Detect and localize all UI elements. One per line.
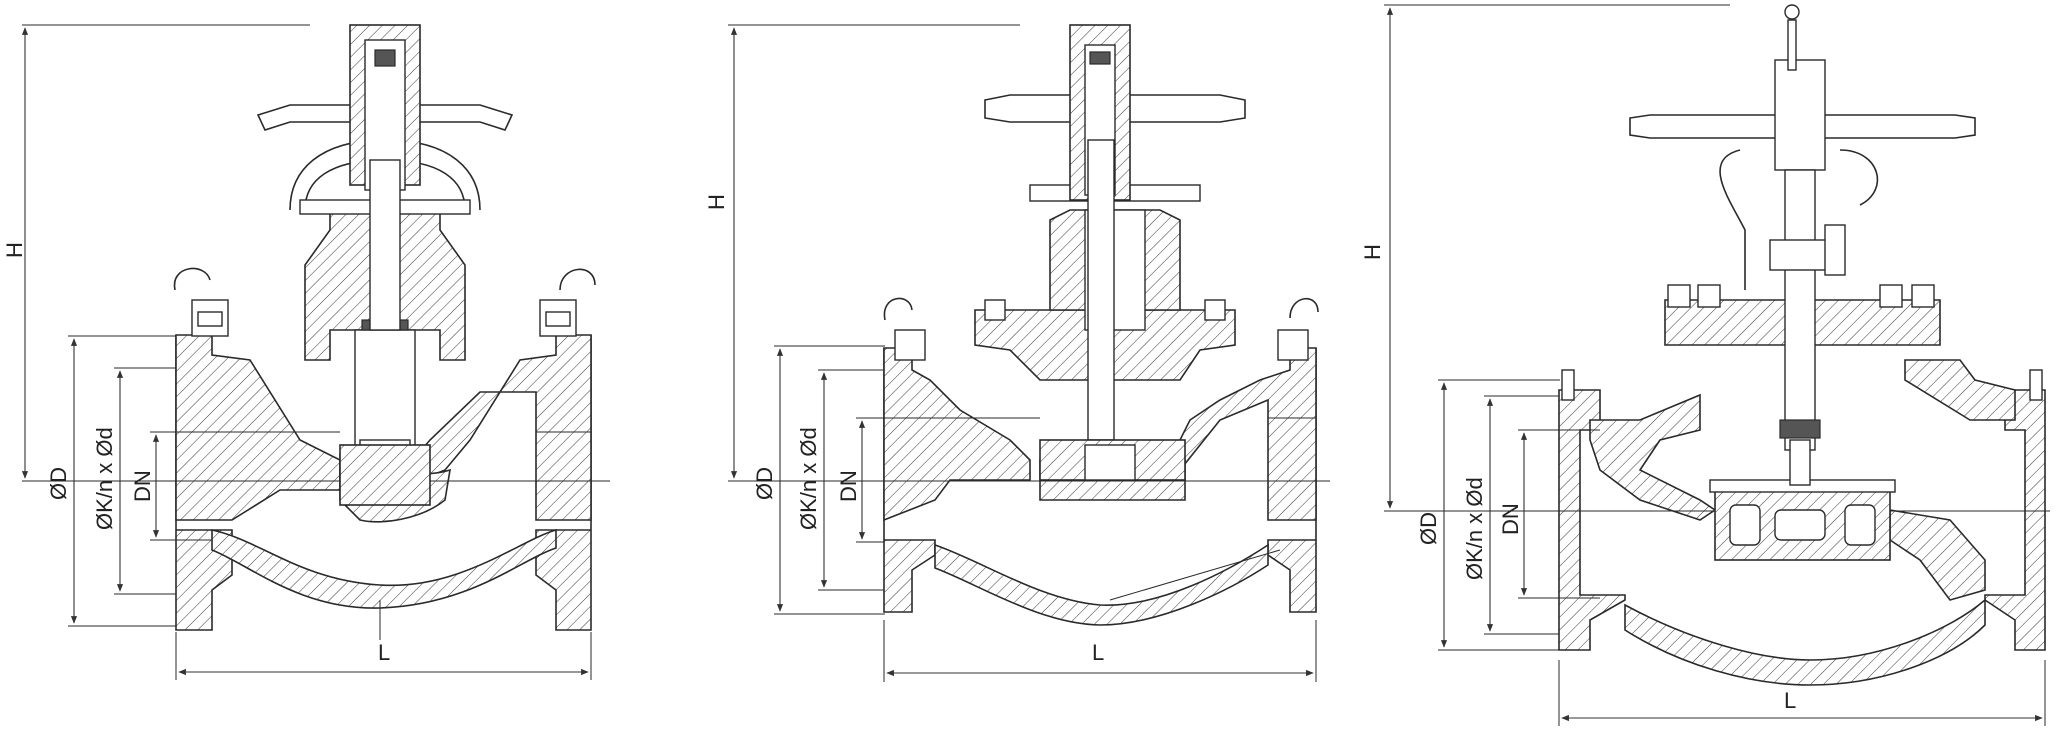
flange-bolts-2 [883,297,1319,361]
bonnet-1 [256,24,514,506]
bonnet-2 [984,24,1246,481]
nominal-diameter-label: DN [130,470,155,502]
bolt-circle-label: ØK/n x Ød [1462,477,1487,580]
valve-body-2 [860,309,1330,626]
bonnet-3 [1629,4,1976,486]
valve-view-2: H ØD ØK/n x Ød DN L [704,24,1330,682]
height-label: H [704,194,729,210]
valve-view-1: H ØD ØK/n x Ød DN L [2,24,610,680]
flange-bolts-1 [173,267,596,337]
outer-diameter-label: ØD [1416,512,1441,545]
dimension-lines-3 [1384,4,2046,726]
length-label: L [1784,688,1796,713]
length-label: L [378,640,390,665]
dimension-lines-1 [21,24,592,680]
dimension-lines-2 [728,24,1317,682]
disc-assembly-3 [1709,479,1896,561]
height-label: H [1360,244,1385,260]
outer-diameter-label: ØD [752,467,777,500]
height-label: H [2,242,27,258]
bolt-circle-label: ØK/n x Ød [92,427,117,530]
bolt-circle-label: ØK/n x Ød [796,427,821,530]
valve-view-3: H ØD ØK/n x Ød DN L [1360,4,2050,726]
nominal-diameter-label: DN [1498,503,1523,535]
flange-bolts-3 [1561,284,2043,401]
nominal-diameter-label: DN [836,470,861,502]
length-label: L [1092,640,1104,665]
outer-diameter-label: ØD [46,467,71,500]
